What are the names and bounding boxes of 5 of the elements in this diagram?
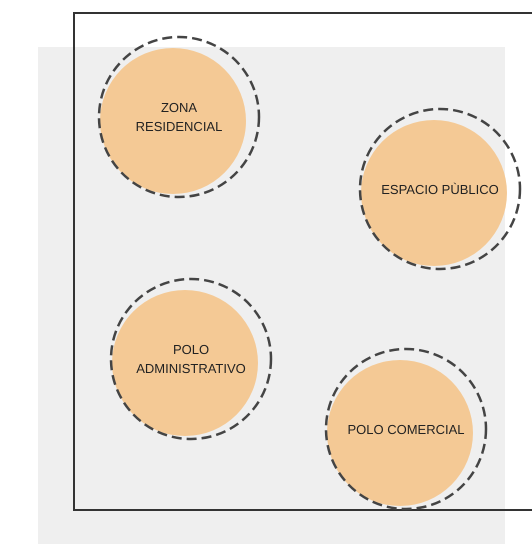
frame-outline [73,12,532,511]
zone-label: POLO ADMINISTRATIVO [135,341,247,378]
zone-label: ZONA RESIDENCIAL [134,99,224,136]
zone-label: POLO COMERCIAL [347,420,465,438]
zone-label: ESPACIO PÙBLICO [381,180,499,198]
